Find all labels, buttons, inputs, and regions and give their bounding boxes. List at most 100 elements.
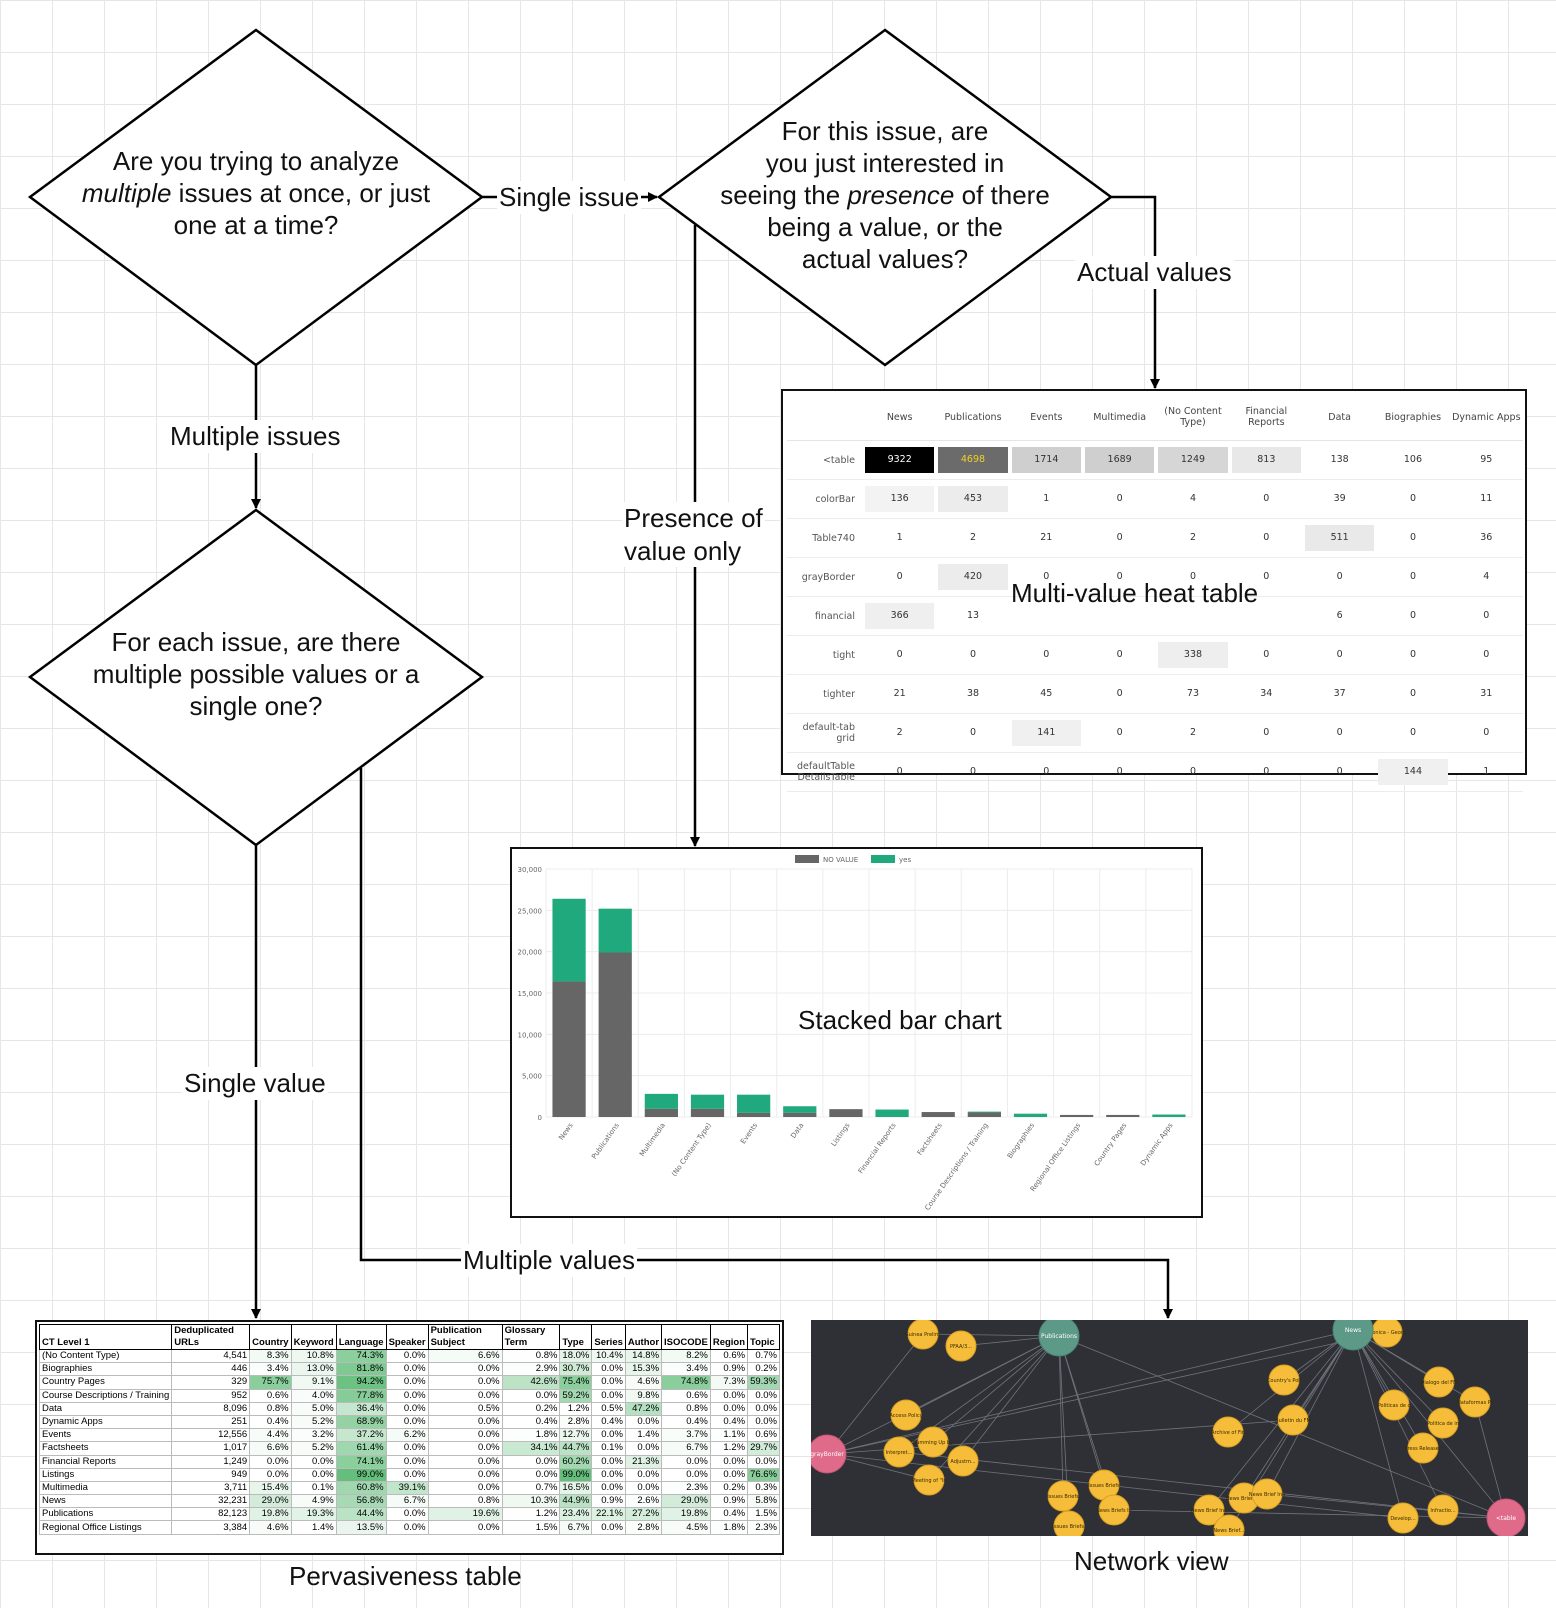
network-node	[1268, 1364, 1300, 1396]
heat-cell-value: 0	[1336, 766, 1343, 777]
bar-segment-no-value	[829, 1109, 863, 1117]
network-edge	[962, 1335, 1060, 1462]
perv-col-header: Keyword	[290, 1324, 337, 1350]
bar-segment-yes	[1152, 1114, 1186, 1117]
heat-cell-value: 0	[969, 766, 977, 777]
perv-cell: 0.0%	[249, 1454, 292, 1469]
heat-cell: 0	[1009, 557, 1083, 597]
heat-cell: 0	[1302, 635, 1377, 675]
heat-cell: 2	[1156, 713, 1230, 753]
perv-cell: 44.7%	[559, 1441, 593, 1456]
perv-cell: 36.4%	[335, 1401, 387, 1416]
bar-segment-no-value	[1106, 1114, 1140, 1117]
heat-cell: 1	[1009, 479, 1083, 519]
perv-row-label: Publications	[38, 1507, 173, 1522]
perv-cell: 0.0%	[385, 1520, 429, 1535]
x-tick-label: Factsheets	[916, 1121, 944, 1156]
heat-cell-value: 2	[1189, 532, 1196, 543]
perv-col-header: Language	[335, 1324, 387, 1350]
network-edge	[1058, 1335, 1064, 1497]
heat-cell: 0	[1376, 557, 1450, 597]
perv-cell: 952	[171, 1388, 251, 1403]
heat-cell-value: 0	[1116, 727, 1123, 738]
perv-row-label: Factsheets	[38, 1441, 173, 1456]
perv-cell: 21.3%	[624, 1454, 663, 1469]
heat-cell: 0	[1376, 518, 1450, 558]
perv-cell: 0.4%	[661, 1414, 711, 1430]
perv-cell: 19.8%	[249, 1507, 292, 1522]
heat-cell-value: 95	[1480, 454, 1493, 465]
edge-label-single-issue: Single issue	[497, 181, 642, 214]
perv-cell: 0.0%	[427, 1441, 503, 1456]
network-node-label: Guinea Prelim.	[905, 1332, 942, 1338]
heat-cell: 0	[1302, 557, 1377, 597]
heat-cell-value: 0	[1409, 649, 1416, 660]
heat-cell: 4	[1449, 557, 1523, 597]
network-node	[945, 1330, 977, 1362]
perv-cell: 0.0%	[747, 1414, 780, 1430]
y-tick-label: 10,000	[518, 1031, 543, 1039]
heat-cell: 21	[863, 674, 937, 714]
network-node-label: Archive of Fin	[1211, 1430, 1245, 1436]
heat-cell-value: 73	[1186, 688, 1200, 699]
heat-cell-value: 21	[1040, 532, 1053, 543]
heat-cell-value: 0	[1116, 571, 1123, 582]
perv-cell: 75.4%	[559, 1375, 593, 1390]
heat-cell-value: 34	[1260, 688, 1273, 699]
heat-cell: 73	[1156, 674, 1230, 714]
network-node	[1277, 1404, 1309, 1436]
network-node-label: Issues Briefs.	[1052, 1524, 1085, 1530]
perv-cell: 2.8%	[624, 1520, 663, 1535]
heat-cell	[1229, 596, 1303, 636]
perv-cell: 0.0%	[709, 1388, 749, 1403]
x-tick-label: Multimedia	[638, 1122, 667, 1158]
bar-segment-no-value	[737, 1112, 771, 1117]
perv-col-header: Topic	[747, 1324, 780, 1350]
network-hub-label: Publications	[1041, 1333, 1077, 1340]
perv-cell: 8.3%	[249, 1348, 292, 1364]
perv-cell: 10.4%	[591, 1348, 626, 1364]
heat-cell: 0	[1156, 557, 1230, 597]
edge-actual-values	[1111, 195, 1160, 389]
perv-cell: 75.7%	[249, 1375, 292, 1390]
perv-cell: 0.0%	[427, 1428, 503, 1443]
bar-segment-no-value	[644, 1108, 678, 1117]
perv-cell: 1.2%	[559, 1401, 593, 1416]
network-edge	[826, 1333, 924, 1455]
perv-cell: 0.0%	[427, 1362, 503, 1377]
network-edge	[826, 1329, 1354, 1455]
perv-cell: 10.8%	[290, 1348, 337, 1364]
heat-cell-value: 453	[938, 486, 1008, 512]
perv-cell: 0.0%	[591, 1388, 626, 1403]
perv-cell: 0.5%	[591, 1401, 626, 1416]
heat-cell: 0	[1009, 752, 1083, 792]
perv-cell: 15.4%	[249, 1480, 292, 1496]
perv-cell: 0.0%	[501, 1388, 561, 1403]
heat-cell: 1689	[1082, 440, 1157, 480]
network-node	[1098, 1494, 1130, 1526]
perv-cell: 5.2%	[290, 1441, 337, 1456]
heat-cell: 0	[1229, 752, 1303, 792]
perv-cell: 0.0%	[591, 1454, 626, 1469]
bar-segment-no-value	[690, 1108, 725, 1117]
network-node-label: News Brief Ind	[1191, 1508, 1227, 1514]
perv-cell: 2.9%	[501, 1362, 561, 1377]
perv-cell: 0.1%	[591, 1441, 626, 1456]
network-hub-label: News	[1345, 1327, 1361, 1334]
perv-cell: 44.9%	[559, 1494, 593, 1509]
perv-cell: 0.0%	[427, 1520, 503, 1535]
x-tick-label: Data	[789, 1122, 805, 1140]
perv-cell: 39.1%	[385, 1480, 429, 1496]
perv-cell: 6.6%	[249, 1441, 292, 1456]
heat-cell: 106	[1376, 440, 1450, 480]
perv-cell: 76.6%	[747, 1467, 780, 1482]
heat-cell: 2	[863, 713, 937, 753]
heat-cell: 0	[1156, 752, 1230, 792]
